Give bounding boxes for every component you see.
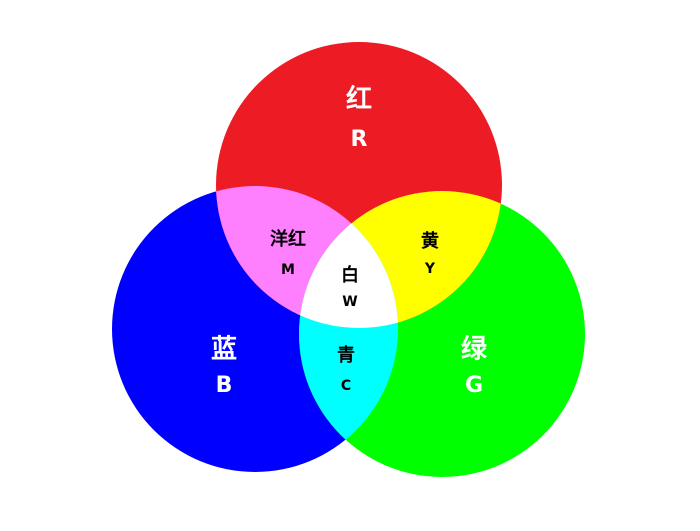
- blue-label: 蓝: [211, 335, 237, 365]
- yellow-letter: Y: [424, 261, 436, 277]
- magenta-label: 洋红: [270, 228, 306, 250]
- blue-letter: B: [216, 373, 233, 398]
- green-letter: G: [465, 373, 483, 398]
- white-label: 白: [341, 264, 359, 286]
- green-label: 绿: [461, 335, 488, 365]
- red-letter: R: [351, 127, 368, 152]
- magenta-letter: M: [281, 262, 295, 278]
- yellow-label: 黄: [421, 230, 439, 252]
- cyan-letter: C: [341, 378, 351, 394]
- white-overlap: [299, 191, 398, 328]
- cyan-label: 青: [337, 345, 355, 366]
- white-letter: W: [342, 294, 357, 310]
- red-label: 红: [346, 84, 372, 115]
